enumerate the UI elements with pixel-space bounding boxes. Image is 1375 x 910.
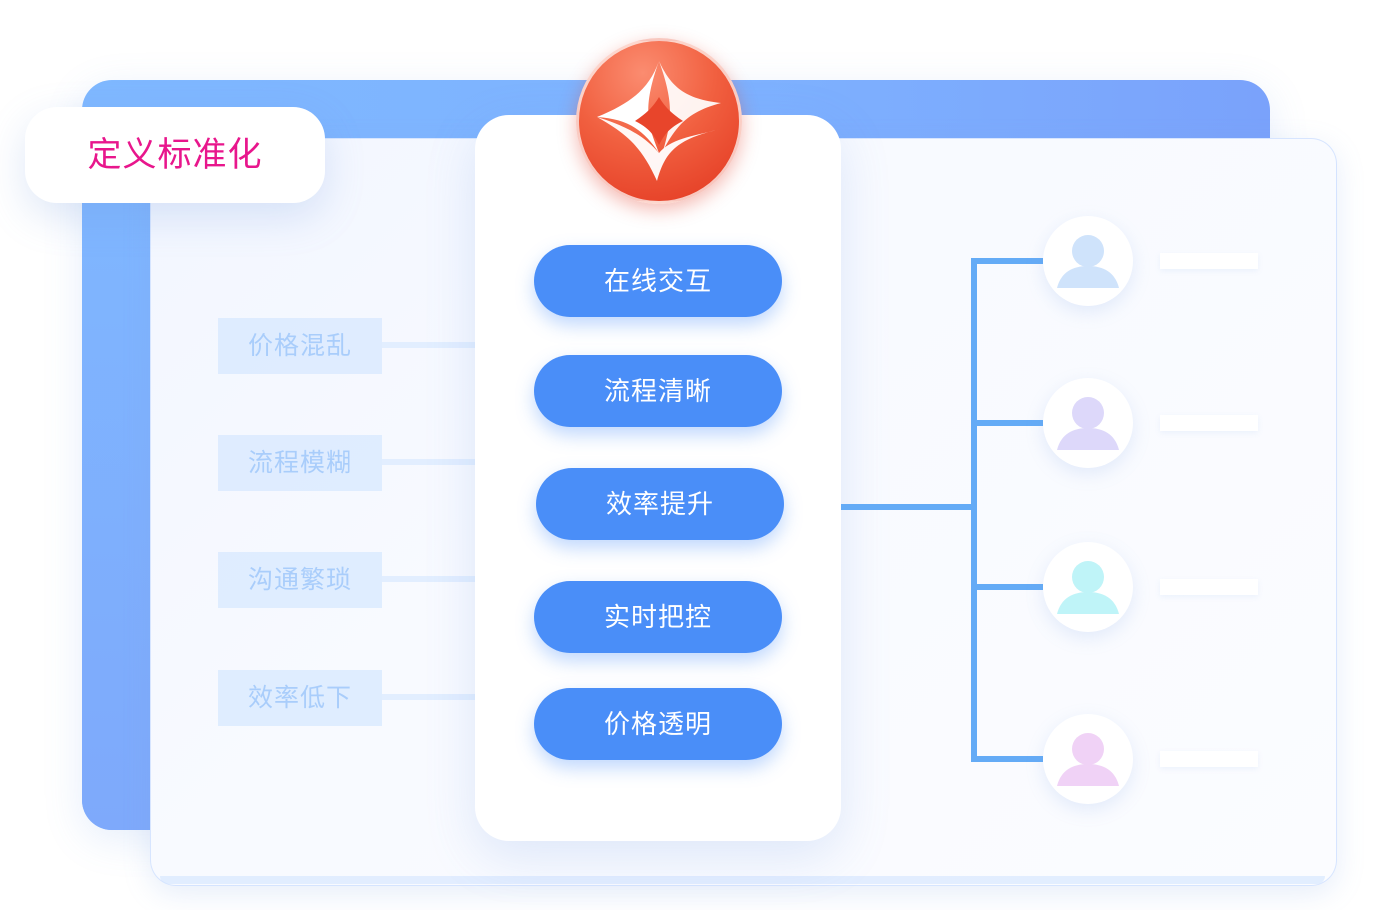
problem-item-process-vague: 流程模糊 [218,435,382,491]
problem-label: 流程模糊 [247,448,352,477]
user-name-placeholder [1160,751,1258,767]
background-frame-left-strip [82,200,152,830]
solution-real-time-control[interactable]: 实时把控 [534,581,782,653]
title-card: 定义标准化 [25,107,325,203]
solution-label: 在线交互 [603,266,712,296]
tree-branch-connector [971,756,1043,762]
tree-vertical-connector [971,258,977,762]
user-avatar [1043,378,1133,468]
problem-connector [382,576,476,582]
user-name-placeholder [1160,415,1258,431]
problem-item-price-chaos: 价格混乱 [218,318,382,374]
solution-efficiency-boost[interactable]: 效率提升 [536,468,784,540]
problem-label: 价格混乱 [247,331,352,360]
problem-label: 效率低下 [247,683,352,712]
problem-item-communication-tedious: 沟通繁琐 [218,552,382,608]
problem-label: 沟通繁琐 [247,565,352,594]
brand-logo [576,38,742,204]
solution-online-interaction[interactable]: 在线交互 [534,245,782,317]
user-avatar-icon [1057,397,1119,450]
problem-connector [382,459,476,465]
user-avatar [1043,542,1133,632]
solution-clear-process[interactable]: 流程清晰 [534,355,782,427]
tree-branch-connector [971,420,1043,426]
problem-connector [382,342,476,348]
user-name-placeholder [1160,253,1258,269]
tree-branch-connector [971,258,1043,264]
problem-connector [382,694,476,700]
user-avatar [1043,216,1133,306]
solution-label: 实时把控 [603,602,712,632]
tree-branch-connector [971,584,1043,590]
user-avatar-icon [1057,733,1119,786]
user-name-placeholder [1160,579,1258,595]
problem-item-low-efficiency: 效率低下 [218,670,382,726]
user-avatar-icon [1057,235,1119,288]
solution-transparent-price[interactable]: 价格透明 [534,688,782,760]
star-logo-icon [597,61,721,181]
solution-label: 价格透明 [603,709,712,739]
page-title: 定义标准化 [87,135,263,175]
main-panel-edge [160,876,1325,884]
tree-trunk-connector [841,504,975,510]
solution-label: 流程清晰 [603,376,712,406]
user-avatar-icon [1057,561,1119,614]
solution-label: 效率提升 [605,489,714,519]
user-avatar [1043,714,1133,804]
